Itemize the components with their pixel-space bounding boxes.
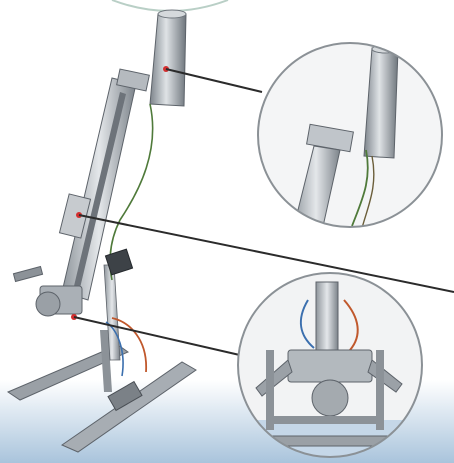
foot-pedal-block bbox=[107, 380, 143, 412]
closeup-gripper-body bbox=[287, 349, 373, 383]
base-foot-bar bbox=[60, 361, 197, 453]
closeup-wire-red bbox=[343, 299, 359, 351]
closeup-wire-blue bbox=[299, 299, 315, 349]
top-mount-bracket bbox=[116, 68, 150, 92]
mid-bracket-plate bbox=[58, 193, 92, 239]
base-leg-left bbox=[6, 344, 130, 401]
side-sensor-box bbox=[104, 248, 134, 276]
device-main bbox=[6, 9, 197, 453]
crank-handle bbox=[12, 265, 44, 283]
closeup-wire-green bbox=[351, 149, 369, 227]
callout-line-top bbox=[165, 68, 263, 93]
gripper-hub bbox=[35, 291, 61, 317]
top-cylinder-cap bbox=[157, 9, 187, 19]
closeup-frame-bottom bbox=[266, 416, 384, 424]
closeup-frame-right bbox=[376, 350, 384, 430]
wire-red bbox=[111, 317, 147, 373]
closeup-gripper-hub bbox=[311, 379, 349, 417]
closeup-frame-left bbox=[266, 350, 274, 430]
rail-slot bbox=[74, 92, 126, 288]
closeup-post bbox=[315, 281, 339, 353]
callout-line-mid bbox=[78, 214, 454, 293]
callout-line-low bbox=[73, 316, 245, 357]
detail-circle-lower bbox=[237, 272, 423, 458]
closeup-wire-dark bbox=[361, 155, 375, 227]
